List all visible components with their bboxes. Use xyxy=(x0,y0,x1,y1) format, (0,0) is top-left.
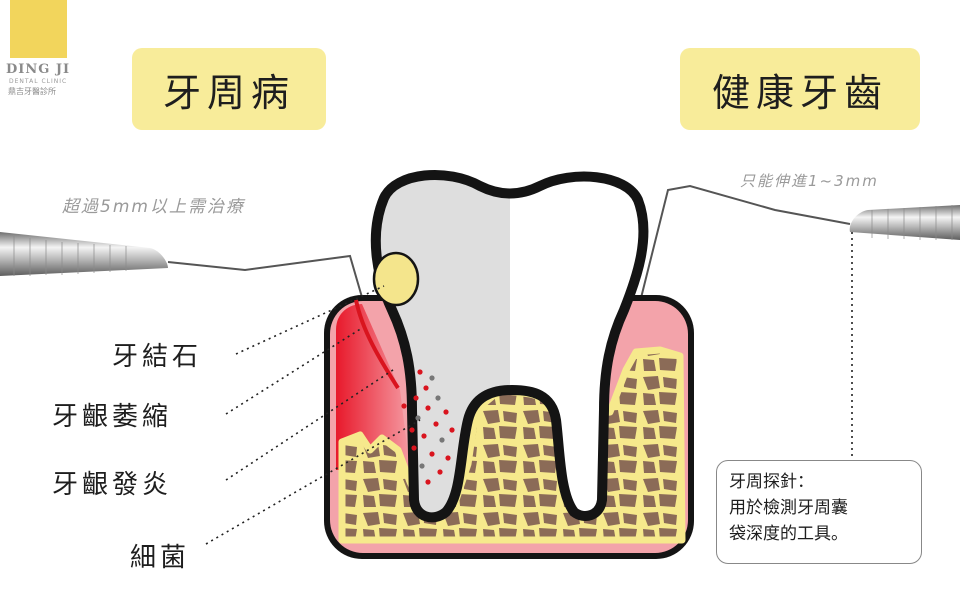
label-gum-recession: 牙齦萎縮 xyxy=(52,402,173,432)
probe-info-box: 牙周探針： 用於檢測牙周囊 袋深度的工具。 xyxy=(716,460,922,564)
logo-name: DING JI xyxy=(6,62,71,77)
title-healthy-tooth: 健康牙齒 xyxy=(680,48,920,130)
info-line-body-1: 用於檢測牙周囊 xyxy=(729,498,848,518)
right-periodontal-probe xyxy=(637,184,960,311)
inflamed-gum-edge xyxy=(354,299,400,390)
logo-chinese-name: 鼎吉牙醫診所 xyxy=(8,87,56,96)
logo-subtitle: DENTAL CLINIC xyxy=(9,78,68,85)
title-periodontitis: 牙周病 xyxy=(132,48,326,130)
calculus-deposit xyxy=(372,251,420,307)
note-healthy-depth: 只能伸進1~3mm xyxy=(740,172,879,190)
info-line-body-2: 袋深度的工具。 xyxy=(729,524,848,544)
note-periodontitis-depth: 超過5mm以上需治療 xyxy=(62,197,245,217)
label-calculus: 牙結石 xyxy=(112,342,203,372)
bacteria-cluster xyxy=(401,369,455,485)
label-bacteria: 細菌 xyxy=(130,543,191,573)
logo-badge xyxy=(10,0,67,58)
leader-lines xyxy=(205,232,853,545)
info-line-title: 牙周探針： xyxy=(729,472,814,492)
clinic-logo: DING JI DENTAL CLINIC 鼎吉牙醫診所 xyxy=(0,0,80,100)
leader-gingivitis xyxy=(225,367,397,481)
tooth xyxy=(370,170,649,523)
label-gingivitis: 牙齦發炎 xyxy=(52,470,173,500)
